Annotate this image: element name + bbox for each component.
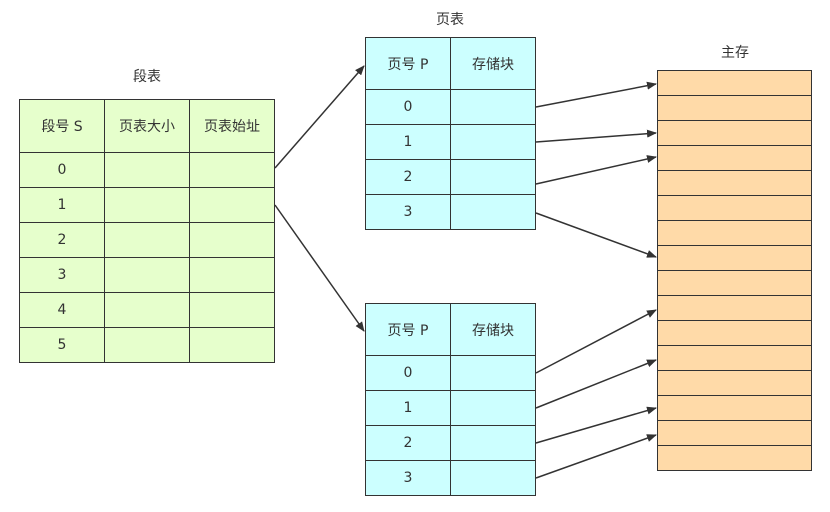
segment-table-title: 段表 — [133, 69, 161, 85]
memory-block — [658, 446, 811, 471]
page-row: 2 — [365, 159, 536, 195]
segment-table-header-row: 段号 S 页表大小 页表始址 — [19, 99, 275, 153]
segment-to-bottom-page-table-arrow — [274, 204, 365, 332]
page-table-start-cell — [189, 257, 275, 293]
page-table-top: 页号 P 存储块 0 1 2 3 — [365, 37, 536, 230]
memory-block — [658, 196, 811, 221]
page-row: 3 — [365, 194, 536, 230]
page-to-block-arrow — [535, 81, 657, 108]
storage-block-header: 存储块 — [450, 303, 536, 356]
segment-row: 3 — [19, 257, 275, 293]
segment-number: 0 — [19, 152, 105, 188]
segment-number: 5 — [19, 327, 105, 363]
page-to-block-arrow — [535, 359, 657, 409]
segment-row: 2 — [19, 222, 275, 258]
page-table-size-cell — [104, 327, 190, 363]
page-table-size-cell — [104, 257, 190, 293]
page-number: 0 — [365, 89, 451, 125]
page-table-start-header: 页表始址 — [189, 99, 275, 153]
page-table-size-cell — [104, 152, 190, 188]
memory-block — [658, 96, 811, 121]
page-number: 1 — [365, 390, 451, 426]
page-table-header-row: 页号 P 存储块 — [365, 303, 536, 356]
memory-block — [658, 321, 811, 346]
segment-to-top-page-table-arrow — [274, 65, 365, 169]
memory-block — [658, 121, 811, 146]
page-row: 0 — [365, 89, 536, 125]
page-table-start-cell — [189, 292, 275, 328]
segment-number-header: 段号 S — [19, 99, 105, 153]
segment-number: 4 — [19, 292, 105, 328]
page-number: 2 — [365, 159, 451, 195]
page-table-size-cell — [104, 222, 190, 258]
memory-block — [658, 421, 811, 446]
storage-block-cell — [450, 194, 536, 230]
memory-block — [658, 171, 811, 196]
page-row: 1 — [365, 124, 536, 160]
storage-block-cell — [450, 460, 536, 496]
page-table-title: 页表 — [436, 12, 464, 28]
memory-block — [658, 371, 811, 396]
main-memory — [657, 70, 812, 471]
main-memory-title: 主存 — [721, 45, 749, 61]
page-to-block-arrow — [535, 434, 657, 479]
storage-block-cell — [450, 124, 536, 160]
segment-row: 5 — [19, 327, 275, 363]
page-row: 3 — [365, 460, 536, 496]
segment-number: 1 — [19, 187, 105, 223]
segment-table: 段号 S 页表大小 页表始址 0 1 2 3 4 5 — [19, 99, 275, 363]
memory-block — [658, 221, 811, 246]
page-number: 1 — [365, 124, 451, 160]
memory-block — [658, 296, 811, 321]
page-to-block-arrow — [535, 309, 657, 374]
memory-block — [658, 246, 811, 271]
memory-block — [658, 346, 811, 371]
memory-block — [658, 71, 811, 96]
memory-block — [658, 271, 811, 296]
segment-number: 3 — [19, 257, 105, 293]
page-table-start-cell — [189, 152, 275, 188]
page-table-bottom: 页号 P 存储块 0 1 2 3 — [365, 303, 536, 496]
page-table-header-row: 页号 P 存储块 — [365, 37, 536, 90]
page-to-block-arrow — [535, 129, 657, 143]
memory-block — [658, 146, 811, 171]
memory-block — [658, 396, 811, 421]
page-number-header: 页号 P — [365, 303, 451, 356]
segment-row: 0 — [19, 152, 275, 188]
page-to-block-arrow — [535, 212, 657, 258]
page-table-start-cell — [189, 222, 275, 258]
page-table-size-cell — [104, 292, 190, 328]
page-to-block-arrow — [535, 406, 657, 444]
storage-block-cell — [450, 159, 536, 195]
page-to-block-arrow — [535, 155, 657, 185]
segment-row: 4 — [19, 292, 275, 328]
page-table-start-cell — [189, 327, 275, 363]
